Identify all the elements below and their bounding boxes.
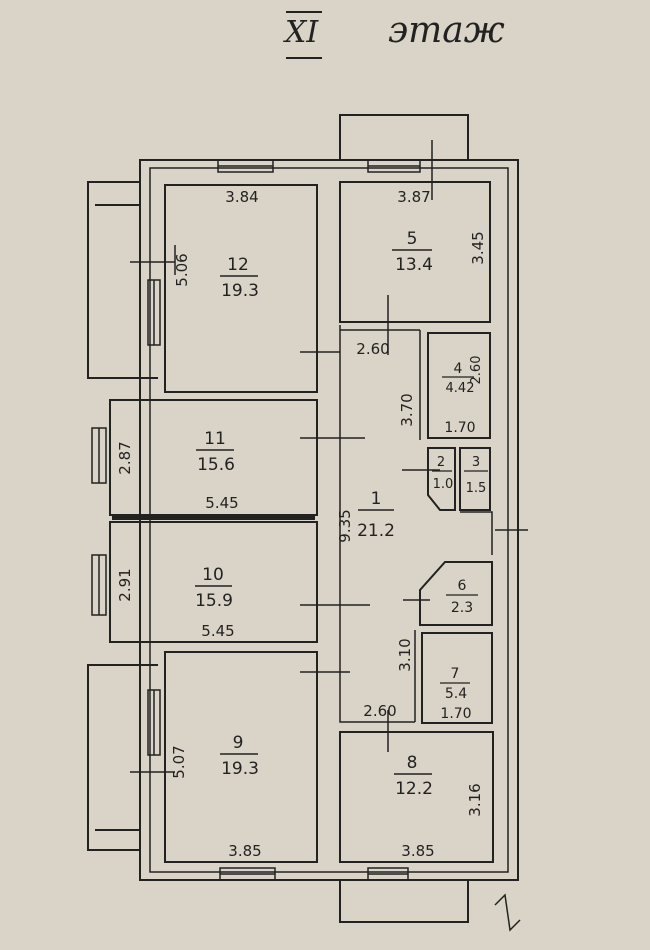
room-9-dim-width: 3.85 [228, 842, 261, 860]
room-10-number: 10 [202, 565, 224, 585]
room-1-dim-bottom: 2.60 [363, 702, 396, 720]
room-6-area: 2.3 [451, 600, 473, 616]
room-4-number: 4 [454, 361, 463, 377]
bottom-bay [339, 880, 469, 923]
walls [87, 114, 519, 923]
floor-title: XI этаж [283, 10, 505, 59]
room-7-outline [421, 632, 493, 724]
room-3-area: 1.5 [466, 481, 487, 496]
room-10-outline [109, 521, 318, 643]
room-labels: 12 19.3 3.84 5.06 5 13.4 3.87 3.45 11 15… [116, 188, 488, 860]
room-2-area: 1.0 [433, 477, 454, 492]
room-1-dim-b: 3.10 [396, 638, 414, 671]
corridor-notch [460, 511, 493, 555]
room-8-number: 8 [407, 753, 418, 773]
room-11-dim-width: 2.87 [116, 441, 134, 474]
room-12-outline [164, 184, 318, 393]
room-4-dim-length: 2.60 [469, 356, 484, 385]
room-4-area: 4.42 [446, 381, 475, 396]
room-8-area: 12.2 [395, 779, 433, 799]
left-balcony-bottom [87, 664, 158, 851]
room-9-area: 19.3 [221, 759, 259, 779]
room-5-area: 13.4 [395, 255, 433, 275]
outer-wall-inner [149, 167, 509, 873]
room-4-dim-width: 1.70 [444, 420, 475, 436]
room-12-area: 19.3 [221, 281, 259, 301]
room-7-dim-width: 1.70 [440, 706, 471, 722]
room-5-dim-width: 3.87 [397, 188, 430, 206]
room-6-number: 6 [458, 578, 467, 594]
room-11-outline [109, 399, 318, 516]
break-mark-icon [494, 893, 521, 932]
room-4-outline [427, 332, 491, 439]
room-8-dim-length: 3.16 [466, 783, 484, 816]
room-1-outline [339, 325, 415, 723]
room-11-area: 15.6 [197, 455, 235, 475]
floor-word: этаж [388, 10, 505, 51]
room-2-outline [427, 447, 456, 511]
left-balcony-top [87, 181, 158, 379]
room-5-dim-length: 3.45 [469, 231, 487, 264]
windows [91, 159, 421, 881]
room-9-number: 9 [233, 733, 244, 753]
room-1-dim-length: 9.35 [336, 509, 354, 542]
room-11-number: 11 [204, 429, 226, 449]
room-6-outline [419, 561, 493, 626]
room-12-number: 12 [227, 255, 249, 275]
room-1-dim-a: 3.70 [398, 393, 416, 426]
room-3-outline [459, 447, 491, 511]
room-3-number: 3 [472, 455, 480, 470]
room-8-dim-width: 3.85 [401, 842, 434, 860]
room-10-area: 15.9 [195, 591, 233, 611]
room-7-number: 7 [451, 666, 460, 682]
room-9-dim-length: 5.07 [170, 745, 188, 778]
room-2-number: 2 [437, 455, 445, 470]
floor-numeral: XI [283, 15, 319, 50]
room-1-area: 21.2 [357, 521, 395, 541]
room-10-dim-width: 2.91 [116, 568, 134, 601]
room-10-dim-length: 5.45 [201, 622, 234, 640]
top-bay [339, 114, 469, 160]
room-12-dim-width: 3.84 [225, 188, 258, 206]
room-8-outline [339, 731, 494, 863]
room-7-area: 5.4 [445, 686, 467, 702]
room-1-number: 1 [371, 489, 382, 509]
room-5-outline [339, 181, 491, 323]
room-12-dim-length: 5.06 [173, 253, 191, 286]
room-1-dim-top: 2.60 [356, 340, 389, 358]
room-5-number: 5 [407, 229, 418, 249]
door-ticks [130, 140, 528, 773]
room-11-dim-length: 5.45 [205, 494, 238, 512]
room-9-outline [164, 651, 318, 863]
